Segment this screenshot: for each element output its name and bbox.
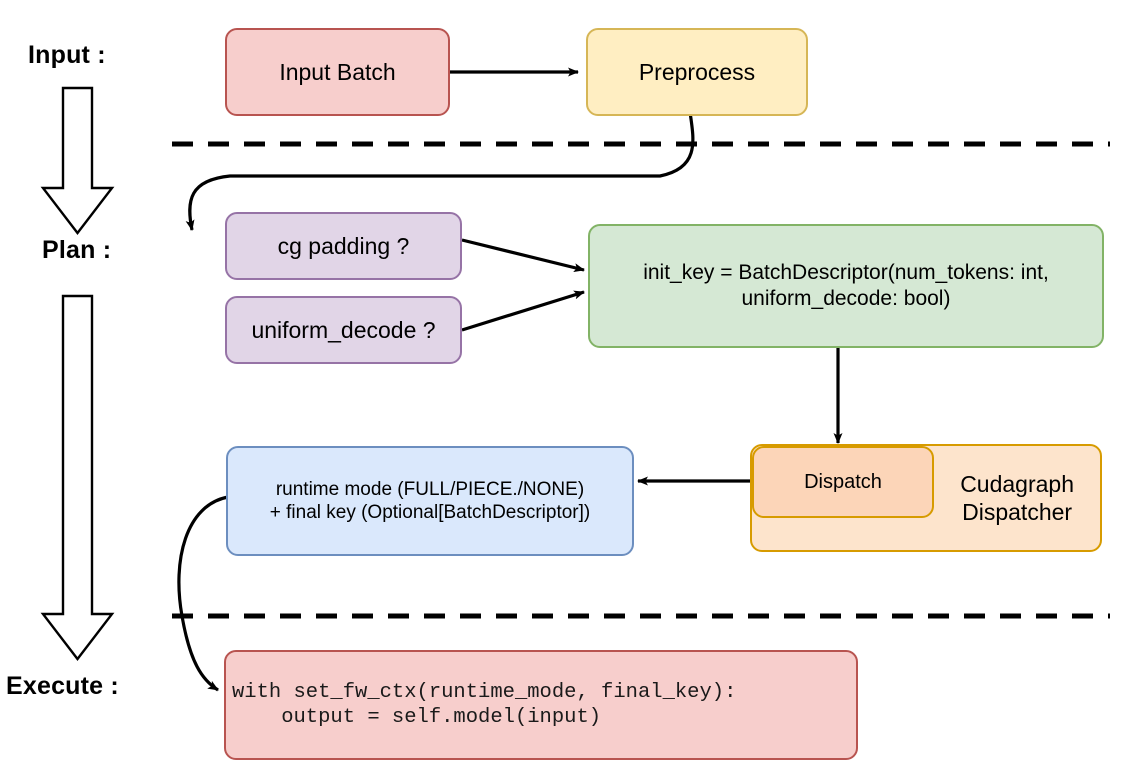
stage-label-plan: Plan : [42, 236, 112, 264]
node-cg-padding[interactable]: cg padding ? [225, 212, 462, 280]
node-uniform-decode[interactable]: uniform_decode ? [225, 296, 462, 364]
plan-to-execute-block-arrow [40, 294, 115, 661]
node-dispatch[interactable]: Dispatch [752, 446, 934, 518]
input-to-plan-block-arrow [40, 86, 115, 235]
node-preprocess[interactable]: Preprocess [586, 28, 808, 116]
node-cudagraph-dispatcher-label-line1: Cudagraph [960, 470, 1074, 497]
node-cudagraph-dispatcher-label-line2: Dispatcher [962, 499, 1073, 525]
node-dispatch-label: Dispatch [804, 470, 882, 493]
node-init-key-label-line2: uniform_decode: bool) [741, 287, 951, 310]
node-input-batch-label: Input Batch [279, 58, 396, 85]
node-cg-padding-label: cg padding ? [277, 232, 410, 259]
preprocess-to-cg-padding [185, 111, 695, 231]
stage-label-execute: Execute : [6, 672, 119, 700]
node-uniform-decode-label: uniform_decode ? [251, 316, 436, 343]
node-runtime-mode-label-line2: + final key (Optional[BatchDescriptor]) [269, 502, 591, 523]
node-init-key[interactable]: init_key = BatchDescriptor(num_tokens: i… [588, 224, 1104, 348]
node-init-key-label-line1: init_key = BatchDescriptor(num_tokens: i… [643, 261, 1049, 285]
node-execute-code-line2: output = self.model(input) [232, 706, 602, 729]
runtime-mode-to-execute-code [177, 495, 229, 692]
node-runtime-mode[interactable]: runtime mode (FULL/PIECE./NONE) + final … [226, 446, 634, 556]
node-input-batch[interactable]: Input Batch [225, 28, 450, 116]
node-execute-code[interactable]: with set_fw_ctx(runtime_mode, final_key)… [224, 650, 858, 760]
uniform-decode-to-init-key [461, 290, 585, 332]
node-preprocess-label: Preprocess [638, 58, 756, 85]
node-runtime-mode-label-line1: runtime mode (FULL/PIECE./NONE) [275, 478, 585, 500]
cg-padding-to-init-key [461, 238, 585, 272]
node-execute-code-line1: with set_fw_ctx(runtime_mode, final_key)… [232, 681, 737, 704]
stage-label-input: Input : [28, 41, 106, 69]
